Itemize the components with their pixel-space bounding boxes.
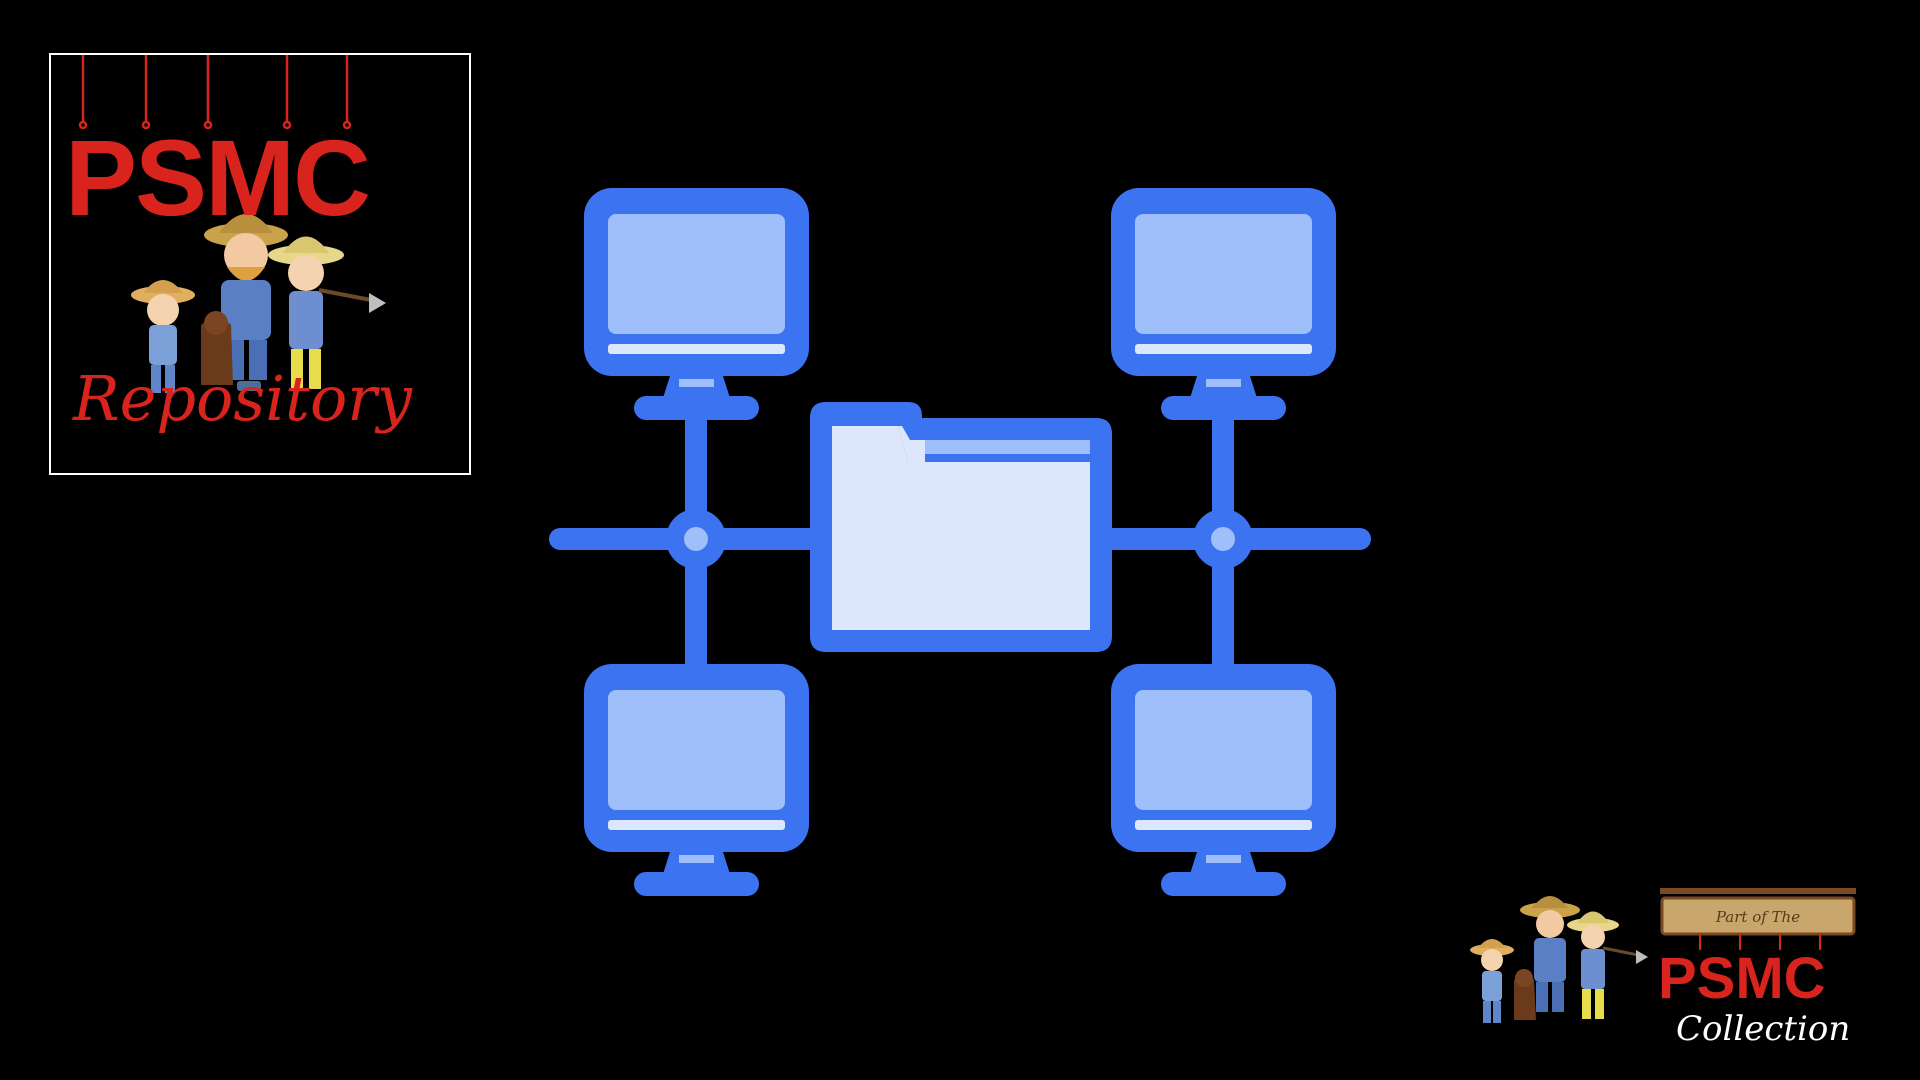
collection-logo-title: PSMC (1658, 946, 1826, 1011)
monitor-icon-top-left (584, 188, 809, 420)
collection-sign-text: Part of The (1715, 908, 1800, 926)
hanging-strings (78, 55, 352, 130)
monitor-icon-bottom-left (584, 664, 809, 896)
monitor-icon-top-right (1111, 188, 1336, 420)
network-diagram (549, 188, 1371, 896)
farmer-family-illustration (131, 214, 386, 393)
repository-logo-title: PSMC (65, 117, 369, 238)
repository-logo-subtitle: Repository (72, 362, 413, 435)
folder-icon (810, 402, 1112, 652)
collection-logo-subtitle: Collection (1676, 1009, 1850, 1049)
collection-logo-art: Part of The PSMC Collection (1470, 888, 1856, 1049)
farmer-family-small-illustration (1470, 896, 1648, 1023)
repository-logo-art: PSMC Repository (65, 55, 413, 435)
network-node-left (666, 509, 726, 569)
monitor-icon-bottom-right (1111, 664, 1336, 896)
network-shared-folder-icon (540, 170, 1380, 910)
network-node-right (1193, 509, 1253, 569)
psmc-repository-logo: PSMC Repository (49, 53, 471, 475)
collection-sign: Part of The (1660, 888, 1856, 950)
psmc-collection-logo: Part of The PSMC Collection (1460, 880, 1890, 1060)
